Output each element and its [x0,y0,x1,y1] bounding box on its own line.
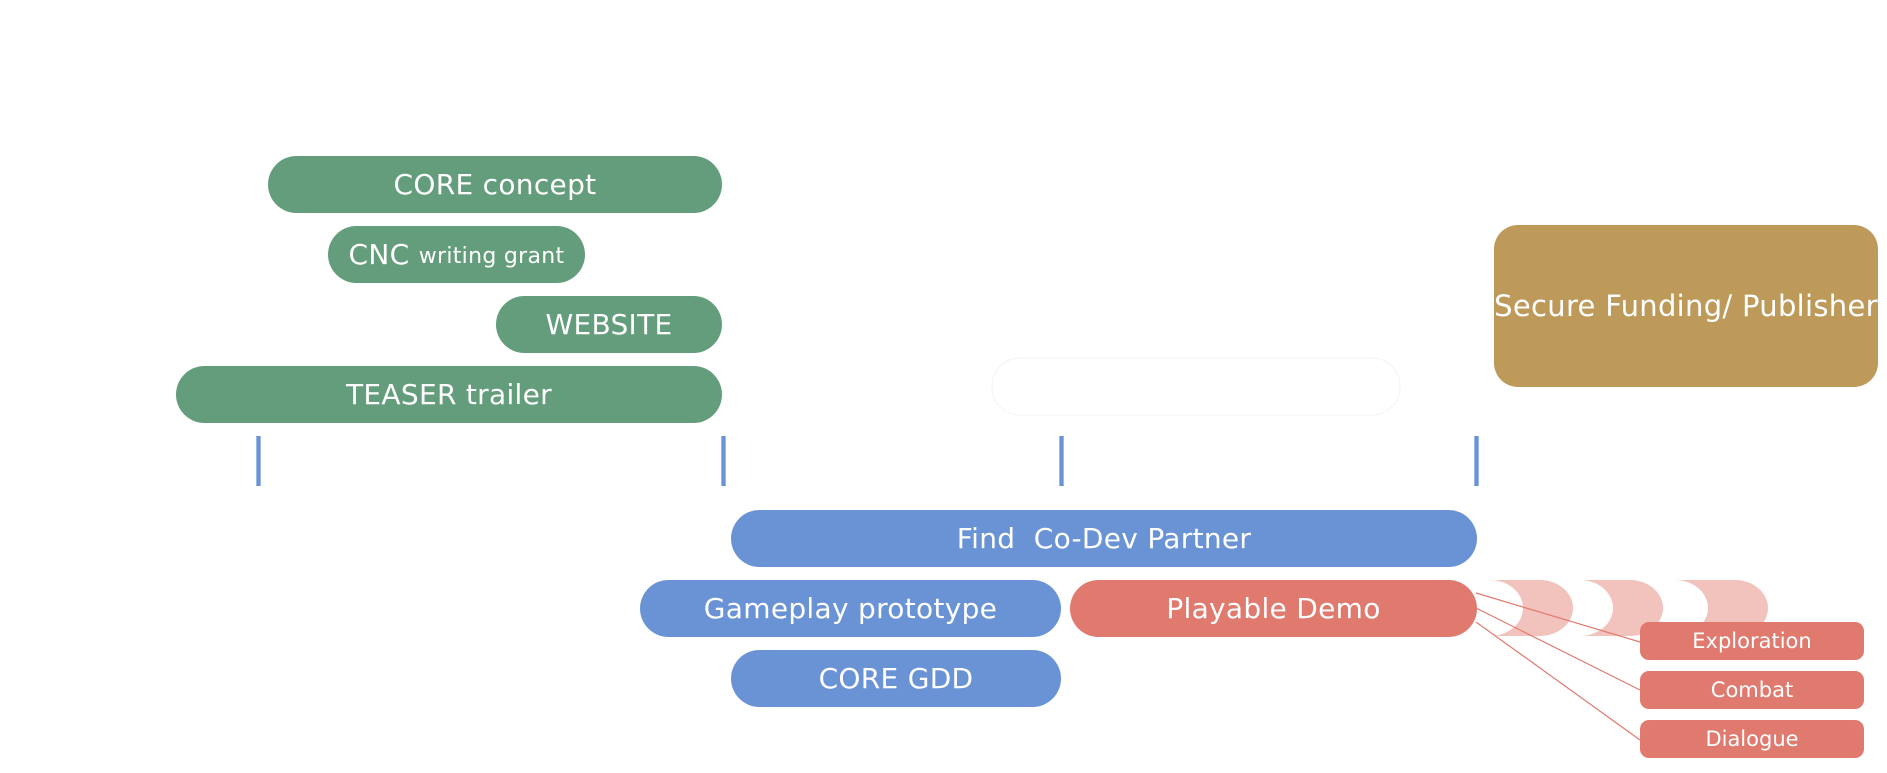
website-task: WEBSITE [496,296,722,353]
cnc-label: CNC [348,238,410,271]
exploration-label: Exploration [1692,629,1812,653]
cnc-sub-label: writing grant [418,244,565,269]
playable-demo-task: Playable Demo [1070,580,1477,637]
combat-feature: Combat [1640,671,1864,709]
demo-label: Playable Demo [1166,592,1381,625]
secure-funding-label: Secure Funding/ Publisher [1494,289,1878,323]
exploration-feature: Exploration [1640,622,1864,660]
secure-funding-box: Secure Funding/ Publisher [1494,225,1878,387]
gameplay-label: Gameplay prototype [703,592,998,625]
chevron-shape-2 [1580,580,1663,636]
cnc-writing-grant-task: CNC writing grant [328,226,585,283]
timeline-tick-4 [1474,436,1479,486]
connector-combat [1475,607,1641,691]
timeline-tick-3 [1059,436,1064,486]
connector-dialogue [1475,621,1641,741]
timeline-tick-1 [256,436,261,486]
core-gdd-task: CORE GDD [731,650,1061,707]
dialogue-label: Dialogue [1705,727,1799,751]
core-concept-task: CORE concept [268,156,722,213]
teaser-trailer-task: TEASER trailer [176,366,722,423]
ghost-pill [991,357,1401,416]
codev-label: Find Co-Dev Partner [956,522,1252,555]
gameplay-prototype-task: Gameplay prototype [640,580,1061,637]
gdd-label: CORE GDD [818,662,974,695]
combat-label: Combat [1710,678,1794,702]
timeline-tick-2 [721,436,726,486]
chevron-shape-1 [1490,580,1573,636]
core-concept-label: CORE concept [393,168,597,201]
website-label: WEBSITE [545,308,673,341]
connector-exploration [1475,592,1641,643]
dialogue-feature: Dialogue [1640,720,1864,758]
find-codev-partner-task: Find Co-Dev Partner [731,510,1477,567]
teaser-label: TEASER trailer [346,378,552,411]
